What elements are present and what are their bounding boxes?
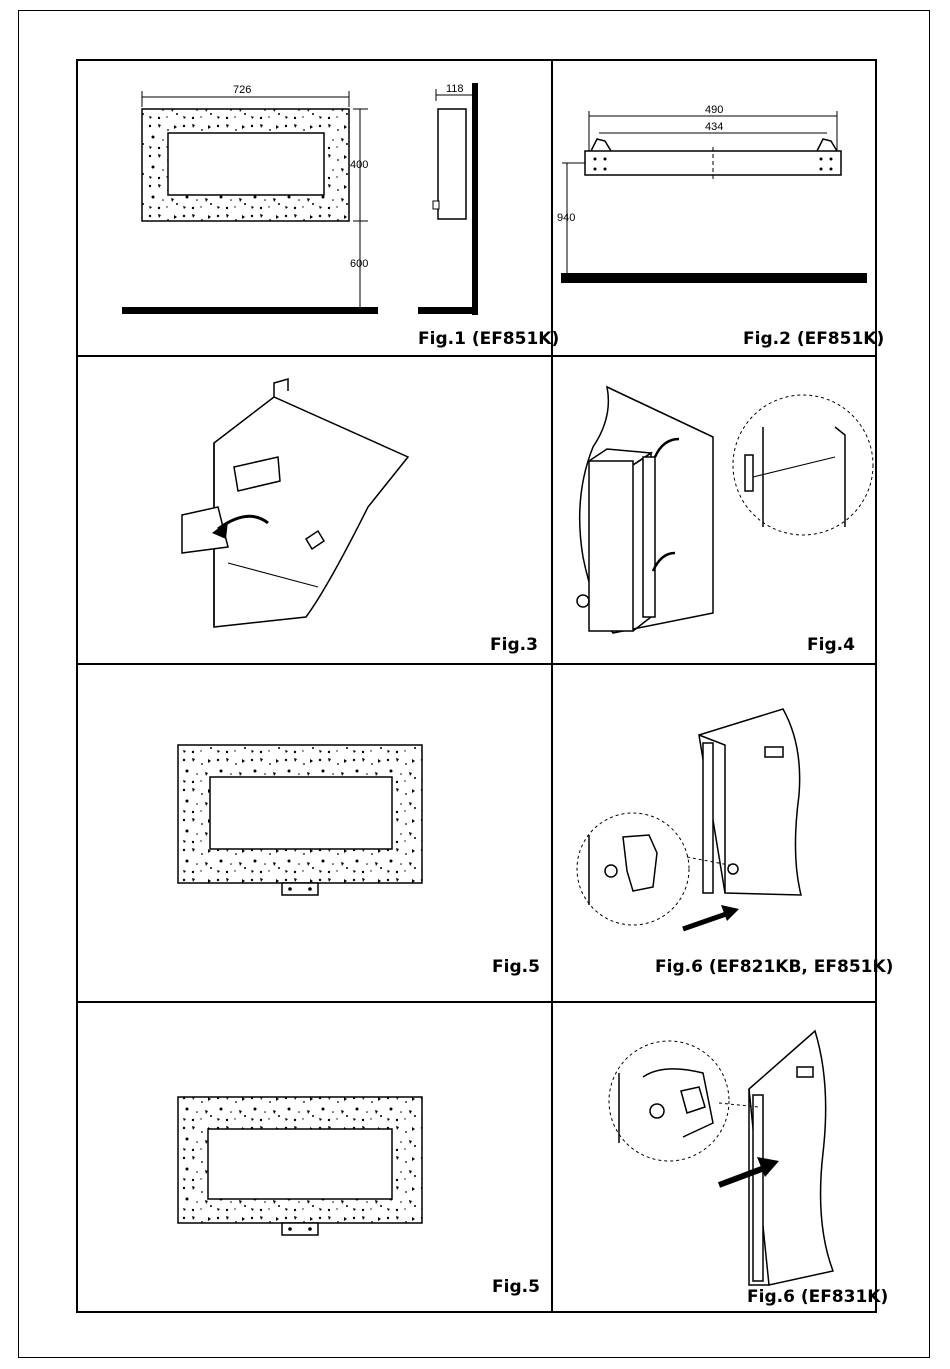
fig4-caption: Fig.4 <box>807 635 855 655</box>
figure-5-bottom: Fig.5 <box>78 1003 550 1311</box>
fig5b-caption: Fig.5 <box>492 1277 540 1297</box>
fig6a-drawing <box>553 665 875 1001</box>
fig5b-drawing <box>78 1003 550 1311</box>
figure-2: 490 434 940 Fig.2 (EF851K) <box>553 61 875 355</box>
figure-3: Fig.3 <box>78 357 550 663</box>
figure-4: Fig.4 <box>553 357 875 663</box>
figure-5-top: Fig.5 <box>78 665 550 1001</box>
fig1-floor-label: 600 <box>350 258 368 270</box>
fig1-width-label: 726 <box>233 84 251 96</box>
fig3-caption: Fig.3 <box>490 635 538 655</box>
fig4-drawing <box>553 357 875 663</box>
fig5a-drawing <box>78 665 550 1001</box>
fig2-outer-label: 490 <box>705 104 723 116</box>
figure-6-bottom: Fig.6 (EF831K) <box>553 1003 875 1311</box>
fig6b-drawing <box>553 1003 875 1311</box>
fig6a-caption: Fig.6 (EF821KB, EF851K) <box>655 957 893 977</box>
figure-6-top: Fig.6 (EF821KB, EF851K) <box>553 665 875 1001</box>
fig1-caption: Fig.1 (EF851K) <box>418 329 559 349</box>
fig2-height-label: 940 <box>557 212 575 224</box>
fig1-height-label: 400 <box>350 159 368 171</box>
fig1-depth-label: 118 <box>446 83 464 95</box>
fig2-caption: Fig.2 (EF851K) <box>743 329 884 349</box>
figure-1: 726 400 600 118 Fig.1 (EF851K) <box>78 61 550 355</box>
fig5a-caption: Fig.5 <box>492 957 540 977</box>
fig2-drawing: 490 434 940 <box>553 61 875 355</box>
fig2-inner-label: 434 <box>705 121 723 133</box>
fig1-drawing: 726 400 600 118 <box>78 61 550 355</box>
fig3-drawing <box>78 357 550 663</box>
fig6b-caption: Fig.6 (EF831K) <box>747 1287 888 1307</box>
